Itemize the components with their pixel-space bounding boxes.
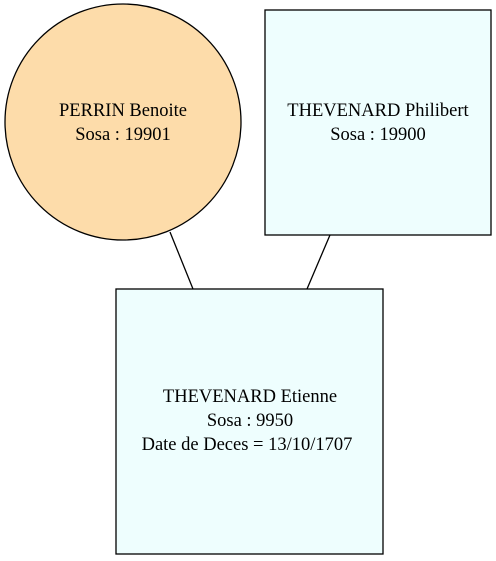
node-mother[interactable]: PERRIN Benoite Sosa : 19901: [4, 3, 242, 241]
node-father-name: THEVENARD Philibert: [287, 101, 469, 121]
node-father-shape: [264, 9, 492, 236]
node-subject-name: THEVENARD Etienne: [163, 387, 337, 407]
node-mother-shape: [4, 3, 242, 241]
node-mother-sosa: Sosa : 19901: [75, 125, 171, 145]
node-subject-sosa: Sosa : 9950: [207, 411, 293, 431]
node-father[interactable]: THEVENARD Philibert Sosa : 19900: [264, 9, 492, 236]
node-subject-shape: [115, 288, 384, 555]
node-mother-name: PERRIN Benoite: [59, 101, 187, 121]
edge-mother-to-subject: [169, 231, 194, 290]
edge-father-to-subject: [306, 234, 331, 290]
node-subject[interactable]: THEVENARD Etienne Sosa : 9950 Date de De…: [115, 288, 384, 555]
node-father-sosa: Sosa : 19900: [330, 125, 426, 145]
node-subject-death: Date de Deces = 13/10/1707: [142, 435, 353, 455]
